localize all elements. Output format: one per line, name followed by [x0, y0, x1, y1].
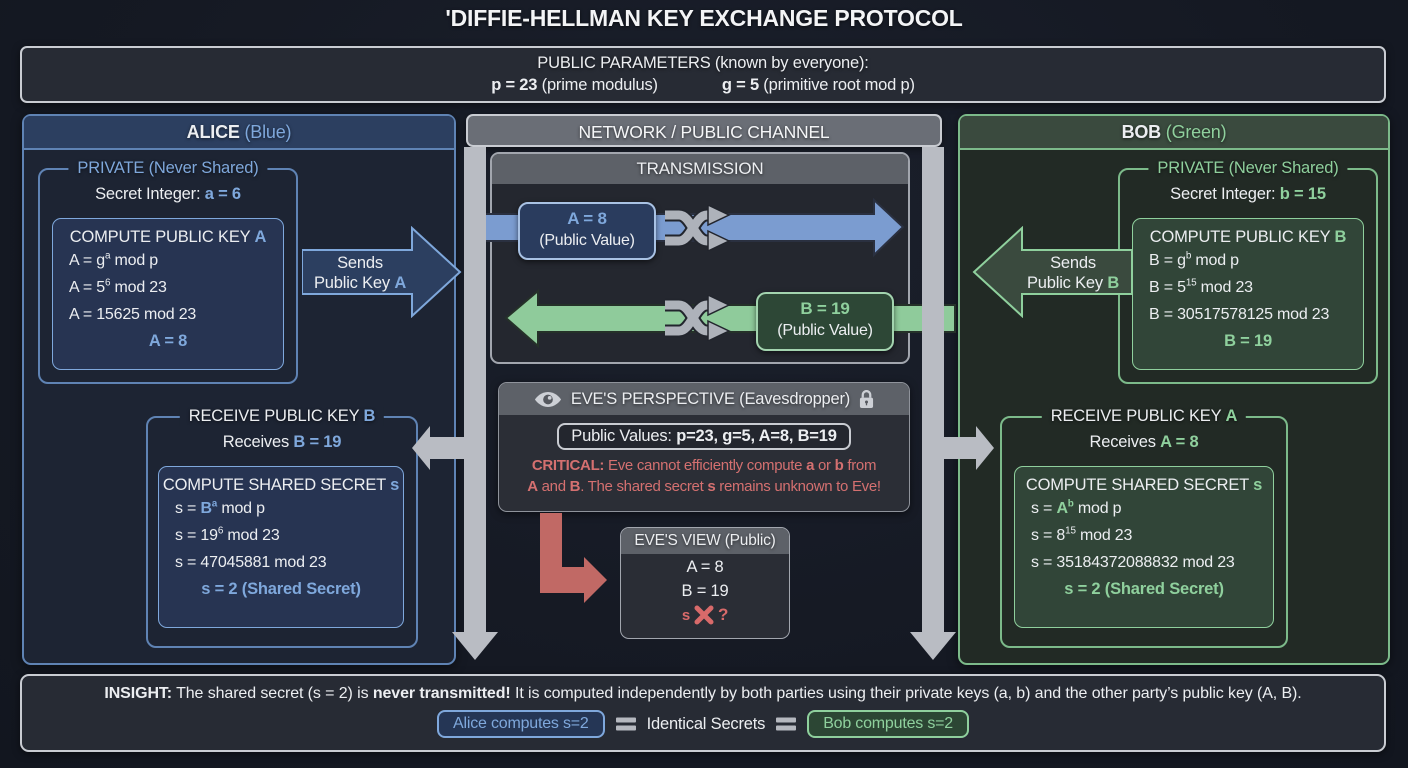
bob-secret-integer: Secret Integer: b = 15	[1170, 185, 1326, 203]
public-value-b-badge: B = 19 (Public Value)	[756, 292, 894, 351]
alice-computes-pill: Alice computes s=2	[437, 710, 605, 738]
equation-line: s = 47045881 mod 23	[175, 554, 327, 571]
alice-panel: ALICE (Blue) PRIVATE (Never Shared) Secr…	[22, 114, 462, 665]
alice-private-box: PRIVATE (Never Shared) Secret Integer: a…	[38, 159, 298, 384]
bob-shared-result: s = 2 (Shared Secret)	[1064, 580, 1224, 598]
bob-receive-box: RECEIVE PUBLIC KEY A Receives A = 8 COMP…	[1000, 407, 1288, 648]
bob-compute-public-key-box: COMPUTE PUBLIC KEY B B = gb mod p B = 51…	[1132, 218, 1364, 370]
bob-shared-secret-box: COMPUTE SHARED SECRET s s = Ab mod p s =…	[1014, 466, 1274, 628]
bob-sends-arrow	[972, 226, 1132, 318]
equation-line: B = 30517578125 mod 23	[1149, 306, 1330, 323]
alice-receive-box: RECEIVE PUBLIC KEY B Receives B = 19 COM…	[146, 407, 418, 648]
equation-line: A = 56 mod 23	[69, 277, 167, 296]
channel-right-vertical-arrow	[922, 147, 944, 632]
equation-line: A = 15625 mod 23	[69, 306, 197, 323]
eve-public-values: Public Values: p=23, g=5, A=8, B=19	[557, 423, 851, 450]
identical-secrets-label: Identical Secrets	[646, 714, 766, 733]
equals-icon	[615, 717, 636, 731]
alice-compute-title: COMPUTE PUBLIC KEY A	[69, 228, 267, 246]
eve-perspective-panel: EVE'S PERSPECTIVE (Eavesdropper) Public …	[498, 382, 910, 512]
alice-private-legend: PRIVATE (Never Shared)	[68, 159, 268, 178]
equation-line: B = 515 mod 23	[1149, 277, 1253, 296]
bob-compute-title: COMPUTE PUBLIC KEY B	[1149, 228, 1347, 246]
lock-icon	[860, 389, 874, 408]
bob-panel: BOB (Green) PRIVATE (Never Shared) Secre…	[958, 114, 1390, 665]
equation-line: s = 35184372088832 mod 23	[1031, 554, 1235, 571]
shuffle-icon	[665, 295, 731, 341]
alice-sends-label: Sends Public Key A	[304, 250, 416, 296]
alice-shared-title: COMPUTE SHARED SECRET s	[162, 476, 400, 494]
public-parameters-heading: PUBLIC PARAMETERS (known by everyone):	[537, 54, 869, 72]
sends-label-line1: Sends	[337, 254, 383, 272]
eve-critical-line2: A and B. The shared secret s remains unk…	[527, 478, 881, 495]
bob-receive-legend: RECEIVE PUBLIC KEY A	[1041, 407, 1247, 426]
equation-line: s = 815 mod 23	[1031, 525, 1133, 544]
alice-panel-header: ALICE (Blue)	[24, 116, 454, 150]
bob-private-legend: PRIVATE (Never Shared)	[1148, 159, 1348, 178]
equation-line: A = ga mod p	[69, 250, 158, 269]
secret-symbol: s	[681, 606, 690, 624]
public-parameters-box: PUBLIC PARAMETERS (known by everyone): p…	[20, 46, 1386, 103]
param-p: p = 23 (prime modulus)	[491, 76, 658, 94]
eve-intercept-arrow	[540, 513, 607, 603]
param-g: g = 5 (primitive root mod p)	[721, 76, 915, 94]
channel-right-arrowhead	[910, 632, 956, 660]
sends-label-line2: Public Key A	[313, 274, 407, 292]
alice-compute-public-key-box: COMPUTE PUBLIC KEY A A = ga mod p A = 56…	[52, 218, 284, 370]
eve-view-header: EVE'S VIEW (Public)	[621, 528, 789, 554]
badge-b-value: B = 19	[800, 299, 850, 318]
network-channel-header: NETWORK / PUBLIC CHANNEL	[466, 114, 942, 147]
eve-critical-line1: CRITICAL: Eve cannot efficiently compute…	[531, 457, 877, 474]
alice-receive-legend: RECEIVE PUBLIC KEY B	[179, 407, 385, 426]
alice-public-key-result: A = 8	[148, 332, 188, 350]
channel-left-vertical-arrow	[464, 147, 486, 632]
equation-line: s = Ab mod p	[1031, 498, 1122, 517]
insight-box: INSIGHT: The shared secret (s = 2) is ne…	[20, 674, 1386, 752]
badge-a-label: (Public Value)	[539, 232, 635, 249]
bob-panel-header: BOB (Green)	[960, 116, 1388, 150]
alice-secret-integer: Secret Integer: a = 6	[95, 185, 241, 203]
bob-computes-pill: Bob computes s=2	[807, 710, 969, 738]
bob-shared-title: COMPUTE SHARED SECRET s	[1025, 476, 1263, 494]
x-mark-icon	[694, 605, 714, 625]
badge-a-value: A = 8	[567, 209, 607, 228]
sends-label-line1: Sends	[1050, 254, 1096, 272]
eve-view-a: A = 8	[686, 558, 724, 576]
equals-icon	[776, 717, 797, 731]
eye-icon	[534, 391, 561, 407]
alice-receives-value: Receives B = 19	[222, 433, 342, 451]
bob-receives-value: Receives A = 8	[1089, 433, 1199, 451]
bob-private-box: PRIVATE (Never Shared) Secret Integer: b…	[1118, 159, 1378, 384]
bob-sends-label: Sends Public Key B	[1018, 250, 1128, 296]
insight-text: INSIGHT: The shared secret (s = 2) is ne…	[104, 685, 1302, 702]
bob-public-key-result: B = 19	[1224, 332, 1272, 350]
equation-line: s = Ba mod p	[175, 498, 265, 517]
eve-header-title: EVE'S PERSPECTIVE (Eavesdropper)	[570, 389, 851, 408]
transmission-title: TRANSMISSION	[492, 154, 908, 184]
badge-b-label: (Public Value)	[777, 322, 873, 339]
question-mark: ?	[717, 605, 729, 624]
alice-shared-result: s = 2 (Shared Secret)	[201, 580, 361, 598]
equation-line: s = 196 mod 23	[175, 525, 280, 544]
sends-label-line2: Public Key B	[1026, 274, 1120, 292]
alice-sends-arrow	[302, 226, 462, 318]
page-title: 'DIFFIE-HELLMAN KEY EXCHANGE PROTOCOL	[445, 5, 963, 31]
eve-unknown-secret: s ?	[621, 602, 789, 628]
eve-view-b: B = 19	[681, 582, 729, 600]
shuffle-icon	[665, 205, 731, 251]
equation-line: B = gb mod p	[1149, 250, 1239, 269]
eve-view-box: EVE'S VIEW (Public) A = 8 B = 19 s ?	[620, 527, 790, 639]
alice-shared-secret-box: COMPUTE SHARED SECRET s s = Ba mod p s =…	[158, 466, 404, 628]
identical-secrets-row: Alice computes s=2 Identical Secrets Bob…	[22, 710, 1384, 738]
channel-left-arrowhead	[452, 632, 498, 660]
public-value-a-badge: A = 8 (Public Value)	[518, 202, 656, 260]
